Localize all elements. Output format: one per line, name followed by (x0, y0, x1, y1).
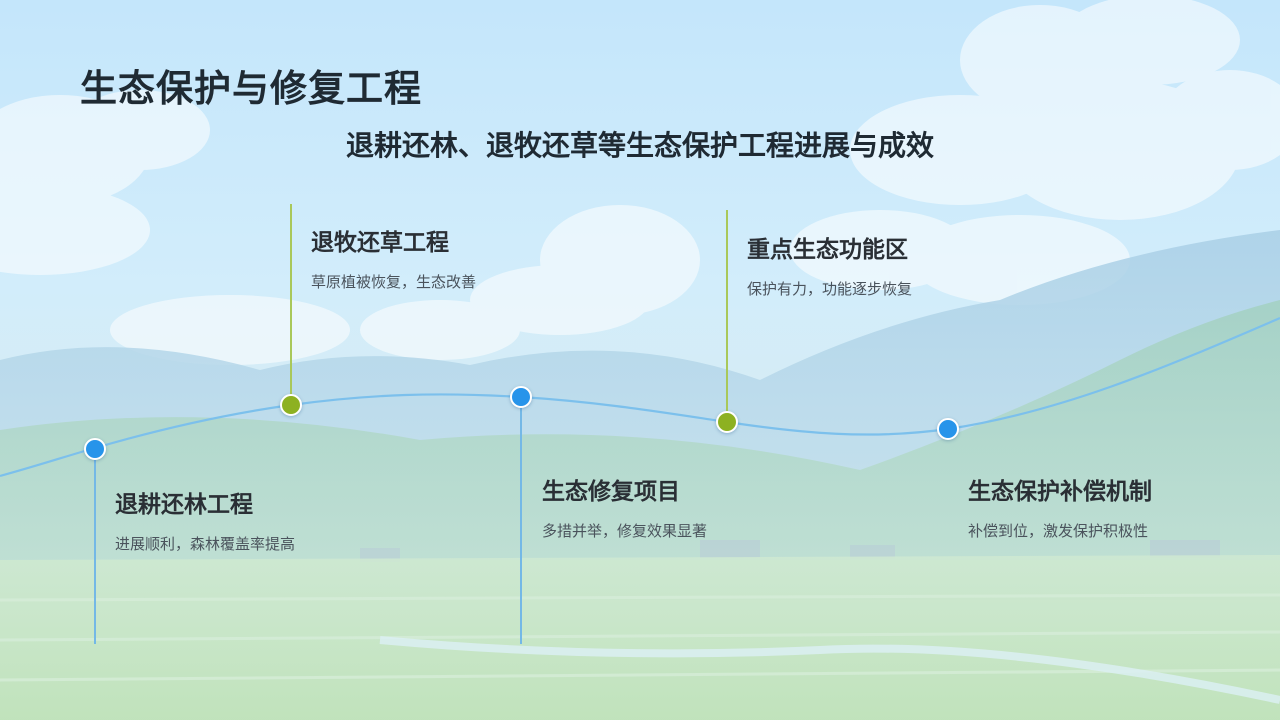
milestone-2-dot (280, 394, 302, 416)
page-title: 生态保护与修复工程 (80, 67, 422, 110)
milestone-1-desc: 进展顺利，森林覆盖率提高 (115, 535, 296, 553)
milestone-4-dot (716, 411, 738, 433)
milestone-2-title: 退牧还草工程 (311, 230, 449, 256)
page-subtitle: 退耕还林、退牧还草等生态保护工程进展与成效 (345, 129, 934, 162)
milestone-5-title: 生态保护补偿机制 (968, 479, 1152, 505)
milestone-5: 生态保护补偿机制 补偿到位，激发保护积极性 (968, 472, 1152, 541)
milestone-3: 生态修复项目 多措并举，修复效果显著 (542, 472, 707, 541)
milestone-5-dot (937, 418, 959, 440)
milestone-1-dot (84, 438, 106, 460)
milestone-4-title: 重点生态功能区 (747, 237, 908, 263)
milestone-3-title: 生态修复项目 (542, 479, 680, 505)
milestone-2: 退牧还草工程 草原植被恢复，生态改善 (311, 223, 476, 292)
milestone-1-stem (94, 448, 96, 644)
timeline-curve (0, 316, 1280, 478)
milestone-4-desc: 保护有力，功能逐步恢复 (747, 280, 913, 298)
milestone-4: 重点生态功能区 保护有力，功能逐步恢复 (747, 230, 912, 299)
milestone-3-desc: 多措并举，修复效果显著 (542, 522, 708, 540)
milestone-5-desc: 补偿到位，激发保护积极性 (968, 522, 1149, 540)
milestone-2-stem (290, 204, 292, 404)
milestone-1: 退耕还林工程 进展顺利，森林覆盖率提高 (115, 485, 295, 554)
milestone-2-desc: 草原植被恢复，生态改善 (311, 273, 477, 291)
milestone-3-dot (510, 386, 532, 408)
milestone-1-title: 退耕还林工程 (115, 492, 253, 518)
milestone-4-stem (726, 210, 728, 422)
milestone-3-stem (520, 398, 522, 644)
clouds (0, 0, 1280, 365)
